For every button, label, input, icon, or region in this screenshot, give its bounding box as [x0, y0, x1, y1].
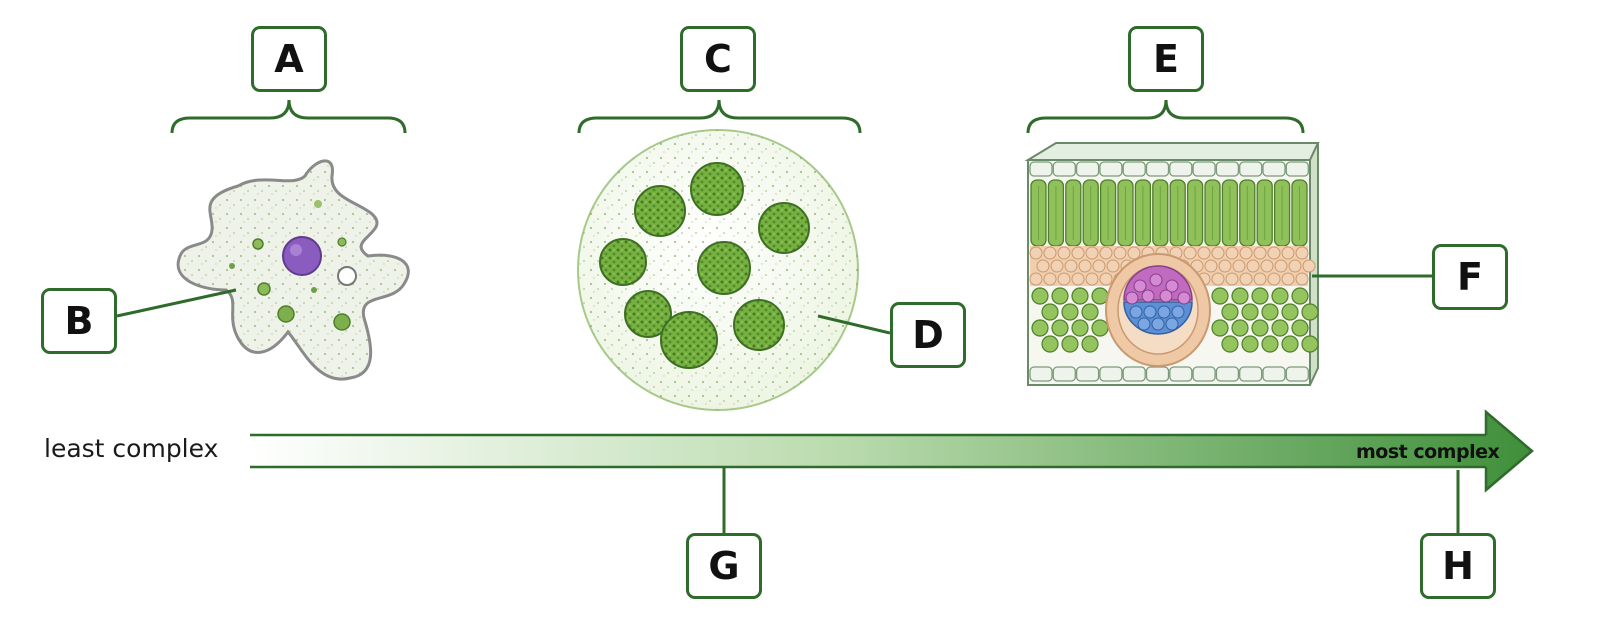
vacuole — [337, 266, 357, 286]
spongy-layer — [1031, 287, 1319, 353]
label-b: B — [41, 288, 117, 354]
amoeba-cell — [176, 159, 410, 381]
daughter-colonies — [599, 162, 810, 369]
complexity-arrow — [250, 409, 1534, 493]
label-e: E — [1128, 26, 1204, 92]
least-complex-text: least complex — [44, 434, 219, 463]
lower-epidermis — [1029, 366, 1309, 382]
bracket-e — [1026, 99, 1305, 134]
bracket-a — [170, 99, 407, 134]
leaf-tissue-block — [1024, 142, 1320, 386]
label-f: F — [1432, 244, 1508, 310]
leader-d — [817, 314, 891, 335]
most-complex-text: most complex — [1356, 441, 1500, 463]
bracket-c — [577, 99, 862, 134]
colony-sphere — [577, 129, 859, 411]
vascular-bundle — [1105, 253, 1211, 367]
label-h: H — [1420, 533, 1496, 599]
label-d: D — [890, 302, 966, 368]
nucleus — [282, 236, 322, 276]
label-g: G — [686, 533, 762, 599]
label-a: A — [251, 26, 327, 92]
upper-epidermis — [1029, 161, 1309, 177]
label-c: C — [680, 26, 756, 92]
leader-b — [116, 288, 237, 318]
